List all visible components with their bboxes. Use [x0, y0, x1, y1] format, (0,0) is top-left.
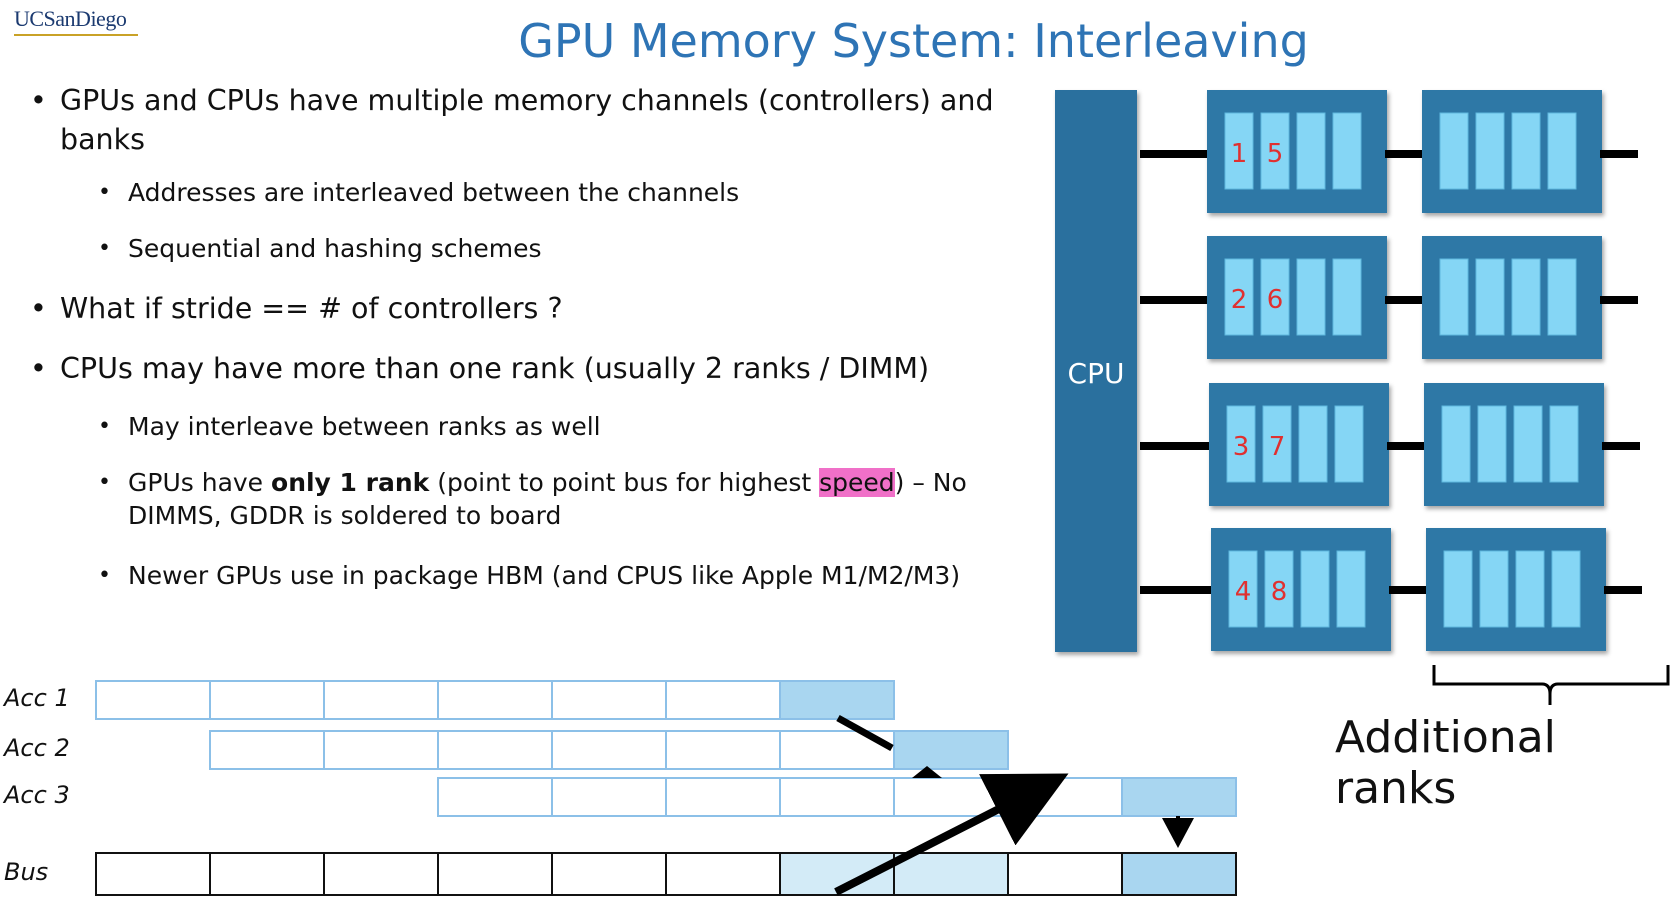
memory-chip [1260, 112, 1290, 190]
bullet-dot: • [30, 352, 47, 385]
channel-number: 7 [1269, 432, 1286, 462]
bullet-dot: • [30, 292, 47, 325]
channel-number: 1 [1231, 139, 1248, 169]
additional-ranks-brace [1432, 665, 1670, 705]
channel-number: 6 [1267, 285, 1284, 315]
channel-number: 8 [1271, 577, 1288, 607]
bullet-text-bold: only 1 rank [271, 468, 430, 497]
arrowhead-acc2 [912, 766, 942, 778]
timing-row-acc1 [95, 680, 895, 720]
timing-row-acc3 [437, 777, 1237, 817]
sub-bullet-item: • May interleave between ranks as well [98, 412, 601, 441]
memory-chip [1296, 112, 1326, 190]
sub-bullet-item: • GPUs have only 1 rank (point to point … [98, 468, 967, 530]
bullet-text-mid: (point to point bus for highest [429, 468, 820, 497]
timing-row-acc2 [209, 730, 1009, 770]
channel-row-4: 4 8 [1140, 528, 1642, 651]
channel-number: 2 [1231, 285, 1248, 315]
cpu-label: CPU [1068, 357, 1125, 390]
bullet-text: Sequential and hashing schemes [128, 234, 542, 263]
sub-bullet-item: • Newer GPUs use in package HBM (and CPU… [98, 561, 961, 590]
bullet-text-line2: banks [60, 123, 145, 156]
sub-bullet-item: • Sequential and hashing schemes [98, 234, 542, 263]
cpu-block [1055, 90, 1137, 652]
channel-number: 4 [1235, 577, 1252, 607]
bullet-dot: • [98, 470, 111, 495]
bullet-text: Addresses are interleaved between the ch… [128, 178, 740, 207]
logo-underline [14, 34, 138, 36]
timing-row-bus [95, 852, 1237, 896]
slide-title: GPU Memory System: Interleaving [518, 14, 1309, 68]
bullet-dot: • [98, 236, 111, 261]
highlighted-word: speed [819, 468, 895, 497]
bullet-text: GPUs and CPUs have multiple memory chann… [60, 84, 994, 117]
bullet-dot: • [98, 414, 111, 439]
channel-row-3: 3 7 [1140, 383, 1640, 506]
memory-chip [1224, 112, 1254, 190]
logo: UCSanDiego [14, 6, 127, 31]
row-label-acc3: Acc 3 [4, 781, 70, 809]
sub-bullet-item: • Addresses are interleaved between the … [98, 178, 740, 207]
arrow-bus-to-acc3 [834, 773, 1069, 896]
row-label-acc2: Acc 2 [4, 734, 70, 762]
bullet-text: What if stride == # of controllers ? [60, 292, 563, 325]
bullet-text-post: ) – No [894, 468, 967, 497]
additional-ranks-label: Additional ranks [1335, 712, 1556, 814]
bullet-dot: • [98, 180, 111, 205]
channel-row-2: 2 6 [1140, 236, 1638, 359]
channel-number: 5 [1267, 139, 1284, 169]
bullet-text-pre: GPUs have [128, 468, 272, 497]
bullet-dot: • [30, 84, 47, 117]
bullet-item: • GPUs and CPUs have multiple memory cha… [30, 84, 994, 156]
arrow-acc3-to-bus [1162, 818, 1194, 848]
channel-number: 3 [1233, 432, 1250, 462]
bullet-item: • CPUs may have more than one rank (usua… [30, 352, 930, 385]
memory-chip [1332, 112, 1362, 190]
bullet-item: • What if stride == # of controllers ? [30, 292, 563, 325]
bullet-text-line2: DIMMS, GDDR is soldered to board [128, 501, 562, 530]
row-label-acc1: Acc 1 [4, 684, 70, 712]
bullet-text: Newer GPUs use in package HBM (and CPUS … [128, 561, 961, 590]
row-label-bus: Bus [4, 858, 49, 886]
arrow-acc1-to-acc2 [836, 714, 894, 752]
channel-row-1: 1 5 [1140, 90, 1638, 213]
bullet-text: May interleave between ranks as well [128, 412, 601, 441]
bullet-dot: • [98, 563, 111, 588]
bullet-text: CPUs may have more than one rank (usuall… [60, 352, 930, 385]
